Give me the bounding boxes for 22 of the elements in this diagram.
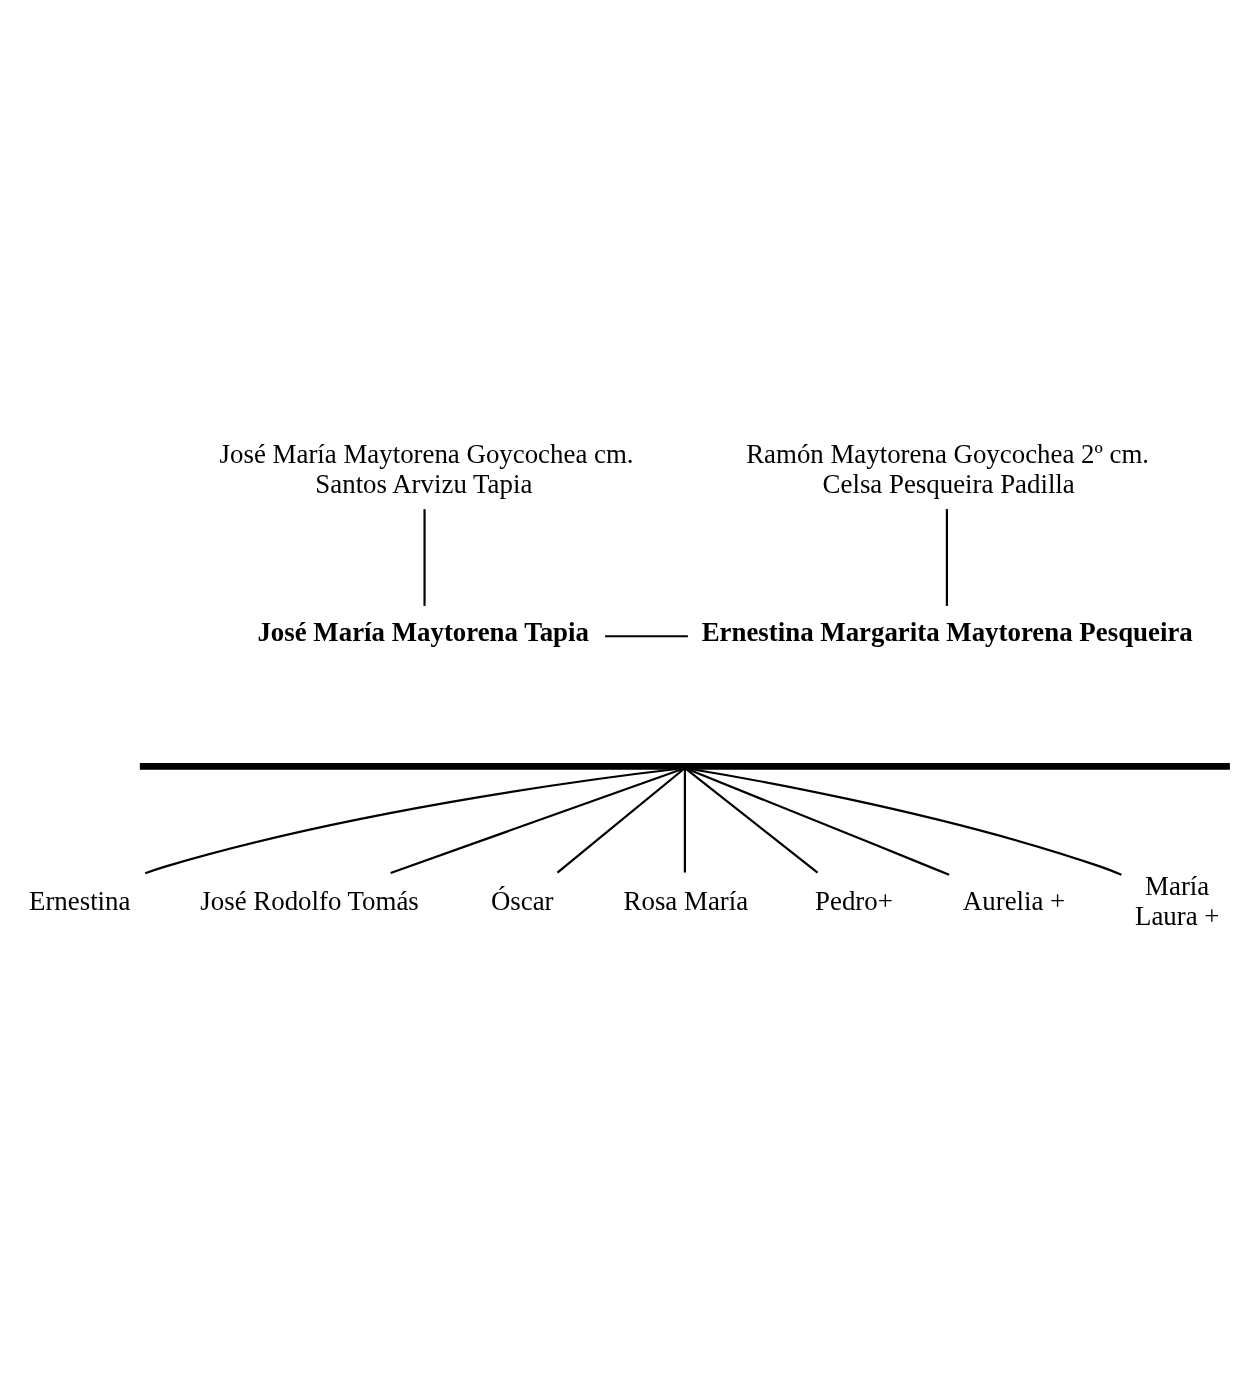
connector [605,634,688,637]
connector [423,508,426,606]
node-text: Óscar [490,885,554,916]
node-text: José Rodolfo Tomás [200,885,419,916]
node-text: Ramón Maytorena Goycochea 2º cm. Celsa Pesqueira Padilla [746,438,1150,499]
connector [686,767,950,876]
node-text: Rosa María [623,885,749,916]
node-text: Aurelia + [962,885,1066,916]
node-text: Ernestina [29,885,131,916]
node-text: Pedro+ [815,885,893,916]
node-text: José María Maytorena Goycochea cm. Santos Arvizu Tapia [219,438,634,499]
connector [683,768,686,873]
connector [144,767,677,874]
node-text: Ernestina Margarita Maytorena Pesqueira [701,616,1193,647]
connector [685,767,819,873]
node-bar [139,762,1230,770]
connector [945,508,948,606]
node-text: María Laura + [1135,870,1220,931]
connector [690,767,1122,876]
connector [390,767,683,874]
connector [556,767,685,873]
node-text: José María Maytorena Tapia [257,616,589,647]
